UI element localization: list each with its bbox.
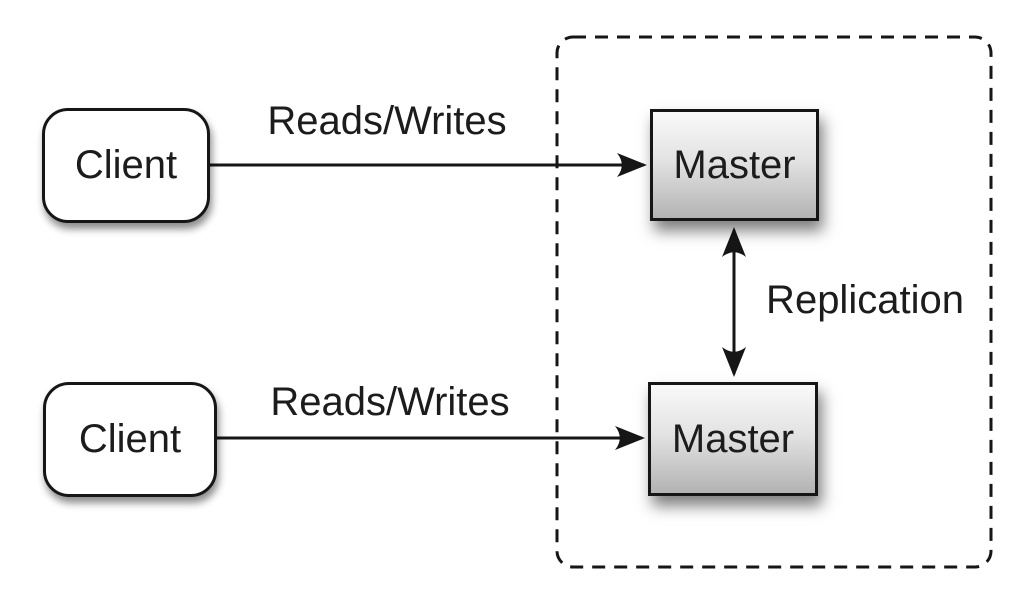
replication-group-boundary [555,35,993,569]
node-master-bottom: Master [648,382,818,496]
node-master-bottom-label: Master [671,416,795,461]
edge-label-reads-writes-top: Reads/Writes [267,99,507,143]
node-client-top-label: Client [74,143,178,187]
node-client-bottom-label: Client [78,417,182,461]
edge-label-reads-writes-bottom: Reads/Writes [270,380,510,424]
edge-label-replication: Replication [766,278,964,322]
node-master-top-label: Master [673,142,796,187]
node-client-bottom: Client [43,382,217,497]
node-client-top: Client [42,108,210,223]
node-master-top: Master [650,109,819,221]
